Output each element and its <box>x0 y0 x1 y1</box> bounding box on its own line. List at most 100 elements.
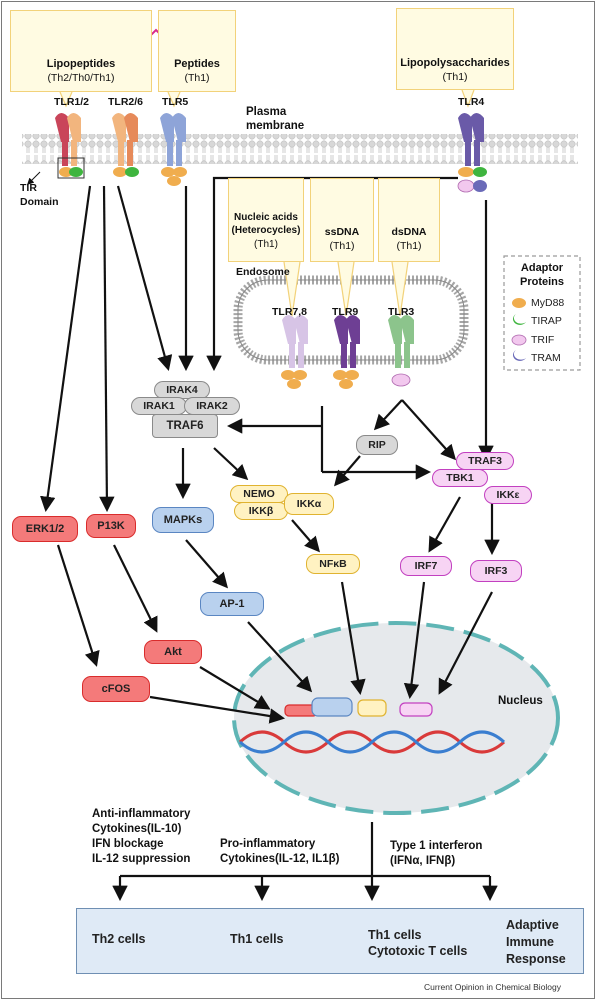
callout-pointer-ssdna <box>337 261 355 317</box>
legend-item-tram: TRAM <box>531 352 561 364</box>
pro-inflammatory-line1: Pro-inflammatory <box>220 838 316 850</box>
th1-cells-label: Th1 cells <box>230 932 284 946</box>
lps-label: Lipopolysaccharides <box>400 57 510 69</box>
tlr78-receptor <box>281 315 308 389</box>
legend-box <box>503 255 581 371</box>
ap1-node: AP-1 <box>200 592 264 616</box>
legend-title-line2: Proteins <box>519 276 564 288</box>
rip-node: RIP <box>356 435 398 455</box>
traf6-node: TRAF6 <box>152 414 218 438</box>
legend-item-myd88: MyD88 <box>531 297 565 309</box>
irak1-node: IRAK1 <box>131 397 187 415</box>
trif-icon <box>511 334 527 346</box>
legend-item-trif: TRIF <box>531 334 555 346</box>
tlr78-label: TLR7,8 <box>272 306 308 318</box>
irf3-node: IRF3 <box>470 560 522 582</box>
mapks-node: MAPKs <box>152 507 214 533</box>
dsdna-label: dsDNA <box>391 226 427 238</box>
tlr9-receptor <box>333 315 360 389</box>
tlr26-receptor <box>112 113 139 177</box>
nucleic-acids-callout <box>228 178 304 262</box>
dsdna-callout <box>378 178 440 262</box>
nucleus-label: Nucleus <box>498 695 543 707</box>
tlr4-label: TLR4 <box>458 96 485 108</box>
type1-ifn-line1: Type 1 interferon <box>390 840 483 852</box>
adaptive-line3: Response <box>506 952 566 966</box>
cell-response-panel <box>76 908 584 974</box>
nfkb-node: NFκB <box>306 554 360 574</box>
tlr12-label: TLR1/2 <box>54 96 90 108</box>
traf3-node: TRAF3 <box>456 452 514 470</box>
akt-node: Akt <box>144 640 202 664</box>
plasma-membrane-label-line2: membrane <box>246 120 305 132</box>
tlr26-label: TLR2/6 <box>108 96 144 108</box>
tbk1-node: TBK1 <box>432 469 488 487</box>
nucleic-acids-label-line1: Nucleic acids <box>234 212 298 223</box>
anti-inflammatory-line2: Cytokines(IL-10) <box>92 823 182 835</box>
nucleus <box>232 621 560 815</box>
tlr5-label: TLR5 <box>162 96 189 108</box>
type1-ifn-line2: (IFNα, IFNβ) <box>390 855 456 867</box>
nemo-node: NEMO <box>230 485 288 503</box>
th2-cells-label: Th2 cells <box>92 932 146 946</box>
ikke-node: IKKε <box>484 486 532 504</box>
anti-inflammatory-line3: IFN blockage <box>92 838 164 850</box>
callout-pointer-lipopeptides <box>59 91 73 108</box>
tir-domain-label-line2: Domain <box>20 196 59 208</box>
tram-icon <box>512 350 526 361</box>
tir-domain-label-line1: TIR <box>20 182 37 194</box>
ikkb-node: IKKβ <box>234 502 288 520</box>
tlr5-receptor <box>160 113 187 186</box>
tlr4-receptor <box>457 113 487 193</box>
legend-title-line1: Adaptor <box>520 262 564 274</box>
adaptive-line1: Adaptive <box>506 918 559 932</box>
anti-inflammatory-line4: IL-12 suppression <box>92 853 191 865</box>
lipopeptides-label: Lipopeptides <box>46 58 116 70</box>
myd88-icon <box>512 298 526 308</box>
nucleic-acids-label-line2: (Heterocycles) <box>231 225 301 236</box>
pro-inflammatory-line2: Cytokines(IL-12, IL1β) <box>220 853 340 865</box>
callout-pointer-dsdna <box>391 261 409 317</box>
ssdna-label: ssDNA <box>324 226 360 238</box>
anti-inflammatory-line1: Anti-inflammatory <box>92 808 191 820</box>
journal-credit: Current Opinion in Chemical Biology <box>424 982 562 992</box>
tlr12-receptor <box>55 113 85 179</box>
peptides-callout <box>158 10 236 92</box>
lipopeptides-callout <box>10 10 152 92</box>
tf-pink <box>399 702 433 717</box>
lps-callout <box>396 8 514 90</box>
callout-pointer-peptides <box>167 91 181 108</box>
dna-helix <box>238 730 506 754</box>
irf7-node: IRF7 <box>400 556 452 576</box>
ssdna-response: (Th1) <box>329 240 355 252</box>
dsdna-response: (Th1) <box>396 240 422 252</box>
lipopeptides-response: (Th2/Th0/Th1) <box>47 72 115 84</box>
tir-arrow <box>27 171 41 185</box>
ssdna-callout <box>310 178 374 262</box>
tf-blue <box>311 697 353 717</box>
tirap-icon <box>512 314 526 325</box>
cfos-node: cFOS <box>82 676 150 702</box>
plasma-membrane-label-line1: Plasma <box>246 106 287 118</box>
peptides-response: (Th1) <box>184 72 210 84</box>
adaptive-line2: Immune <box>506 935 554 949</box>
ikka-node: IKKα <box>284 493 334 515</box>
lps-response: (Th1) <box>442 71 468 83</box>
arrows <box>40 176 500 902</box>
tlr3-receptor <box>388 315 414 387</box>
endosome-label: Endosome <box>236 266 290 278</box>
p13k-node: P13K <box>86 514 136 538</box>
legend-item-tirap: TIRAP <box>531 315 562 327</box>
erk-node: ERK1/2 <box>12 516 78 542</box>
nucleic-acids-response: (Th1) <box>254 239 278 250</box>
th1-ctl-label-line1: Th1 cells <box>368 928 422 942</box>
callout-pointer-lps <box>461 89 475 108</box>
tlr3-label: TLR3 <box>388 306 415 318</box>
tlr9-label: TLR9 <box>332 306 359 318</box>
irak2-node: IRAK2 <box>184 397 240 415</box>
tf-yellow <box>357 699 387 717</box>
peptides-label: Peptides <box>174 58 220 70</box>
plasma-membrane <box>22 134 578 164</box>
